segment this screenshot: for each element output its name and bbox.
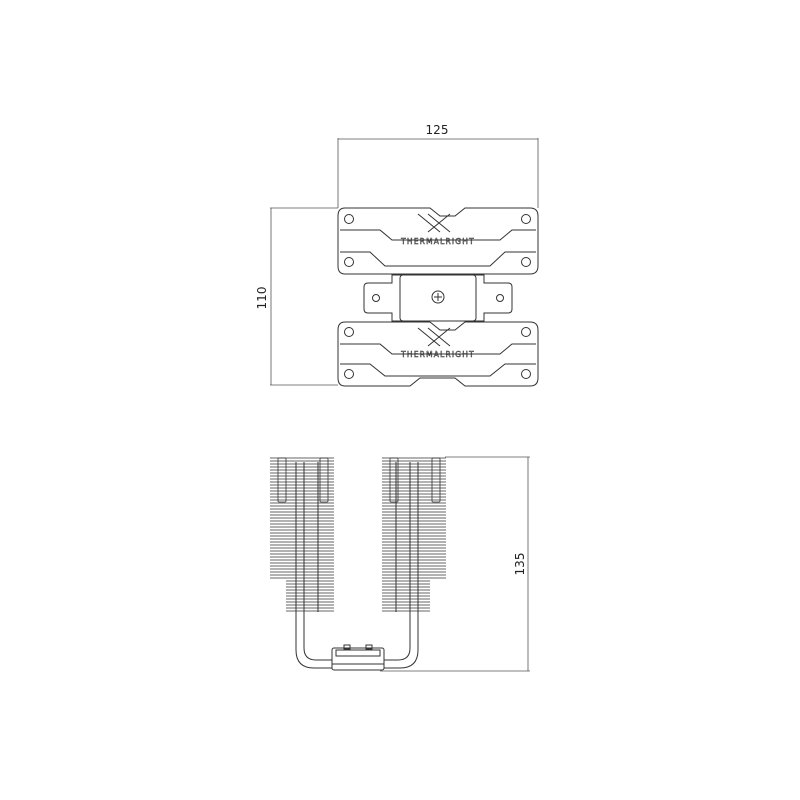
upper-fin-plate: [337, 207, 539, 275]
brand-logo-upper: THERMALRIGHT: [400, 237, 475, 246]
top-view: 125 110 THERMALRIGHT: [255, 123, 539, 387]
fin-screws: [277, 457, 441, 503]
left-fin-stack: [270, 457, 334, 612]
right-fin-stack: [382, 457, 446, 612]
height-dimension: [380, 456, 530, 672]
mounting-bracket: [363, 274, 513, 322]
depth-dimension-label: 110: [255, 287, 269, 310]
side-view: 135: [270, 456, 530, 672]
base-block: [331, 644, 385, 671]
depth-dimension: [270, 207, 338, 386]
height-dimension-label: 135: [513, 553, 527, 576]
brand-logo-lower: THERMALRIGHT: [400, 350, 475, 359]
width-dimension: [337, 138, 539, 208]
lower-fin-plate: [337, 321, 539, 387]
width-dimension-label: 125: [426, 123, 449, 137]
heatpipes: [295, 462, 419, 669]
